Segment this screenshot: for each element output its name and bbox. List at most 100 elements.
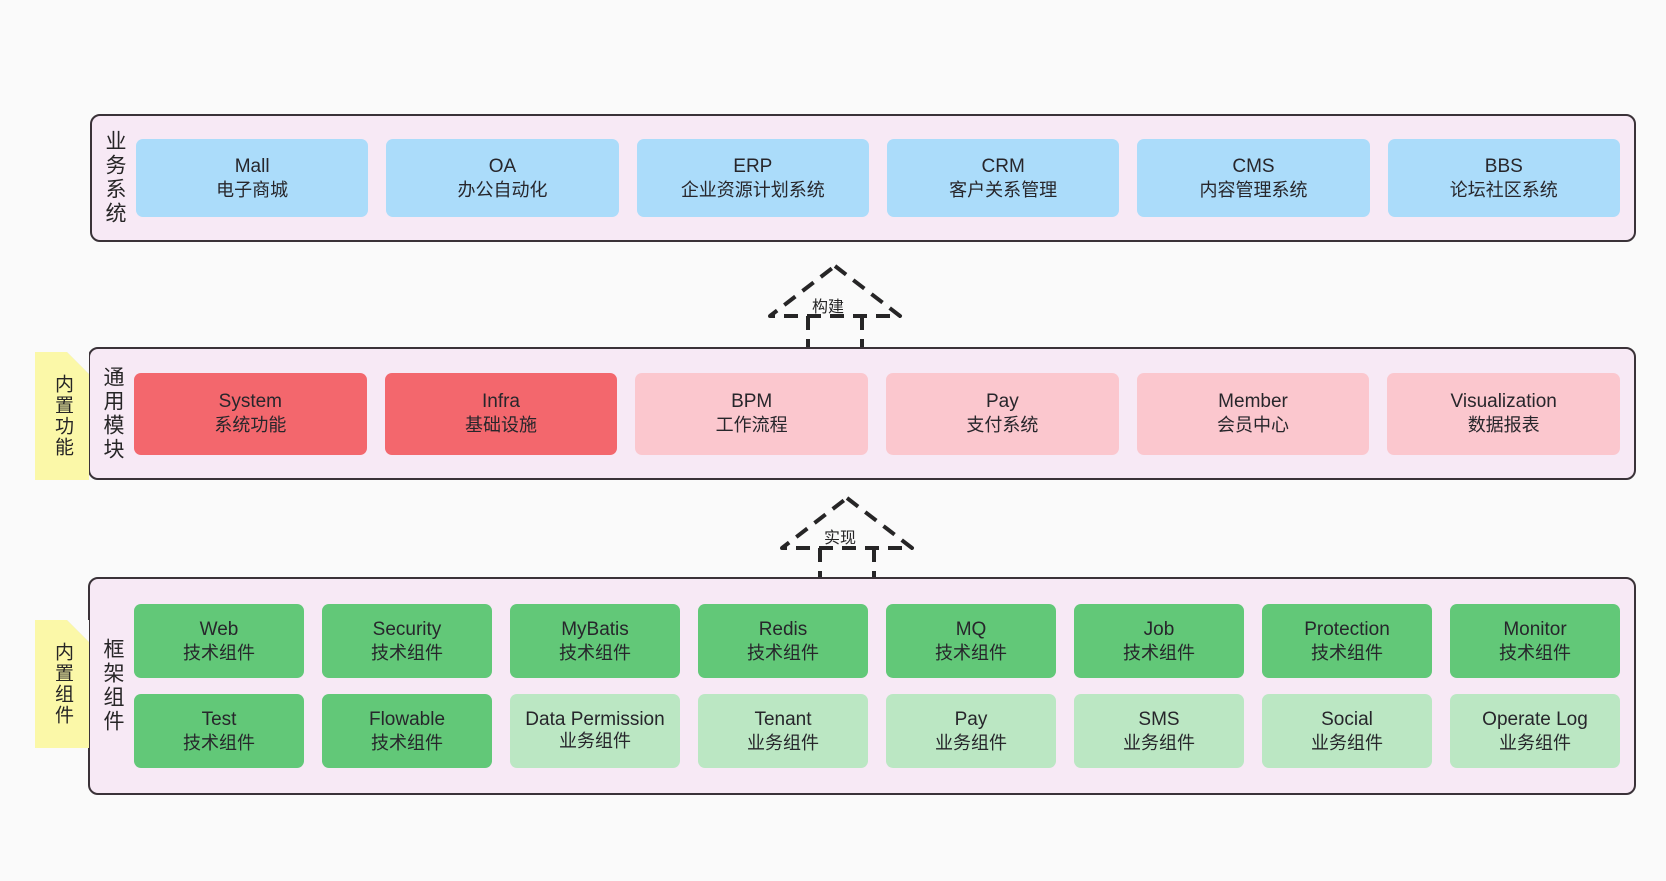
card-job[interactable]: Job 技术组件 (1074, 604, 1244, 678)
card-pay-component[interactable]: Pay 业务组件 (886, 694, 1056, 768)
card-flowable[interactable]: Flowable 技术组件 (322, 694, 492, 768)
card-mq[interactable]: MQ 技术组件 (886, 604, 1056, 678)
card-redis[interactable]: Redis 技术组件 (698, 604, 868, 678)
card-visualization[interactable]: Visualization 数据报表 (1387, 372, 1621, 455)
card-redis-name: Redis (758, 618, 808, 640)
card-monitor-name: Monitor (1503, 618, 1567, 640)
card-cms[interactable]: CMS 内容管理系统 (1137, 139, 1370, 217)
card-mybatis-name: MyBatis (561, 618, 629, 640)
framework-components-row-1: Web 技术组件 Security 技术组件 MyBatis 技术组件 Redi… (134, 604, 1620, 678)
card-oa-name: OA (488, 155, 517, 177)
card-mybatis-desc: 技术组件 (559, 642, 631, 663)
card-mq-desc: 技术组件 (935, 642, 1007, 663)
business-systems-row: Mall 电子商城 OA 办公自动化 ERP 企业资源计划系统 CRM 客户关系… (136, 139, 1620, 217)
connector-build-label: 构建 (812, 299, 845, 316)
card-pay-module-name: Pay (985, 391, 1019, 413)
card-social[interactable]: Social 业务组件 (1262, 694, 1432, 768)
card-pay-module-desc: 支付系统 (966, 415, 1039, 436)
card-bpm[interactable]: BPM 工作流程 (635, 372, 869, 455)
layer-business-systems-label: 业务系统 (103, 130, 127, 226)
card-sms-name: SMS (1138, 708, 1180, 730)
card-cms-name: CMS (1232, 155, 1275, 177)
card-system[interactable]: System 系统功能 (134, 372, 367, 455)
card-visualization-name: Visualization (1450, 391, 1557, 413)
card-cms-desc: 内容管理系统 (1199, 179, 1308, 200)
card-web[interactable]: Web 技术组件 (134, 604, 304, 678)
layer-business-systems: 业务系统 Mall 电子商城 OA 办公自动化 ERP 企业资源计划系统 CRM… (90, 114, 1636, 242)
card-flowable-desc: 技术组件 (371, 732, 443, 753)
card-erp-name: ERP (733, 155, 773, 177)
framework-components-row-2: Test 技术组件 Flowable 技术组件 Data Permission … (134, 694, 1620, 768)
layer-framework-components: 框架组件 Web 技术组件 Security 技术组件 MyBatis 技术组件 (88, 577, 1636, 795)
card-crm-desc: 客户关系管理 (949, 179, 1058, 200)
layer-business-systems-body: Mall 电子商城 OA 办公自动化 ERP 企业资源计划系统 CRM 客户关系… (136, 116, 1634, 240)
card-pay-component-desc: 业务组件 (935, 732, 1007, 753)
card-bpm-desc: 工作流程 (715, 415, 788, 436)
card-sms-desc: 业务组件 (1123, 732, 1195, 753)
card-member[interactable]: Member 会员中心 (1136, 372, 1370, 455)
card-security[interactable]: Security 技术组件 (322, 604, 492, 678)
connector-realize: 实现 (772, 492, 922, 572)
card-infra[interactable]: Infra 基础设施 (384, 372, 618, 455)
card-protection[interactable]: Protection 技术组件 (1262, 604, 1432, 678)
card-redis-desc: 技术组件 (747, 642, 819, 663)
card-tenant[interactable]: Tenant 业务组件 (698, 694, 868, 768)
card-web-desc: 技术组件 (183, 642, 255, 663)
framework-components-rows: Web 技术组件 Security 技术组件 MyBatis 技术组件 Redi… (134, 604, 1620, 768)
card-social-desc: 业务组件 (1311, 732, 1383, 753)
card-mall-desc: 电子商城 (216, 179, 289, 200)
card-operate-log-desc: 业务组件 (1499, 732, 1571, 753)
card-security-name: Security (372, 618, 442, 640)
card-tenant-desc: 业务组件 (747, 732, 819, 753)
card-protection-desc: 技术组件 (1311, 642, 1383, 663)
card-system-name: System (218, 391, 283, 413)
card-crm[interactable]: CRM 客户关系管理 (886, 139, 1120, 217)
layer-framework-components-label: 框架组件 (101, 638, 125, 734)
card-job-name: Job (1143, 618, 1175, 640)
note-builtin-functions: 内置功能 (35, 352, 89, 480)
card-pay-component-name: Pay (954, 708, 988, 730)
layer-common-modules-body: System 系统功能 Infra 基础设施 BPM 工作流程 Pay 支付系统… (134, 349, 1634, 478)
card-test-name: Test (201, 708, 237, 730)
card-oa[interactable]: OA 办公自动化 (386, 139, 619, 217)
card-job-desc: 技术组件 (1123, 642, 1195, 663)
note-builtin-components-label: 内置组件 (51, 642, 73, 726)
card-visualization-desc: 数据报表 (1467, 415, 1540, 436)
layer-framework-components-body: Web 技术组件 Security 技术组件 MyBatis 技术组件 Redi… (134, 579, 1634, 793)
card-member-name: Member (1218, 391, 1288, 413)
card-data-permission-desc: 业务组件 (559, 731, 631, 752)
card-operate-log-name: Operate Log (1482, 708, 1588, 730)
card-pay-module[interactable]: Pay 支付系统 (886, 372, 1119, 455)
card-erp-desc: 企业资源计划系统 (680, 179, 825, 200)
note-builtin-components: 内置组件 (35, 620, 89, 748)
card-tenant-name: Tenant (754, 708, 812, 730)
note-builtin-functions-label: 内置功能 (51, 374, 73, 458)
card-bbs-desc: 论坛社区系统 (1449, 179, 1558, 200)
card-test[interactable]: Test 技术组件 (134, 694, 304, 768)
card-test-desc: 技术组件 (183, 732, 255, 753)
connector-realize-label: 实现 (824, 530, 857, 547)
card-bbs-name: BBS (1484, 155, 1523, 177)
card-oa-desc: 办公自动化 (457, 179, 548, 200)
card-web-name: Web (199, 618, 239, 640)
card-flowable-name: Flowable (368, 708, 446, 730)
common-modules-row: System 系统功能 Infra 基础设施 BPM 工作流程 Pay 支付系统… (134, 372, 1621, 455)
card-infra-name: Infra (481, 391, 521, 413)
layer-common-modules-label: 通用模块 (101, 365, 125, 462)
card-monitor[interactable]: Monitor 技术组件 (1450, 604, 1620, 678)
card-data-permission-name: Data Permission (525, 709, 665, 731)
card-erp[interactable]: ERP 企业资源计划系统 (636, 139, 869, 217)
card-mq-name: MQ (955, 618, 987, 640)
card-bbs[interactable]: BBS 论坛社区系统 (1387, 139, 1620, 217)
card-mybatis[interactable]: MyBatis 技术组件 (510, 604, 680, 678)
card-mall-name: Mall (234, 155, 270, 177)
card-mall[interactable]: Mall 电子商城 (136, 139, 369, 217)
card-infra-desc: 基础设施 (465, 415, 537, 436)
card-monitor-desc: 技术组件 (1499, 642, 1571, 663)
card-bpm-name: BPM (731, 391, 773, 413)
card-operate-log[interactable]: Operate Log 业务组件 (1450, 694, 1620, 768)
card-data-permission[interactable]: Data Permission 业务组件 (510, 694, 680, 768)
card-crm-name: CRM (981, 155, 1025, 177)
card-sms[interactable]: SMS 业务组件 (1074, 694, 1244, 768)
